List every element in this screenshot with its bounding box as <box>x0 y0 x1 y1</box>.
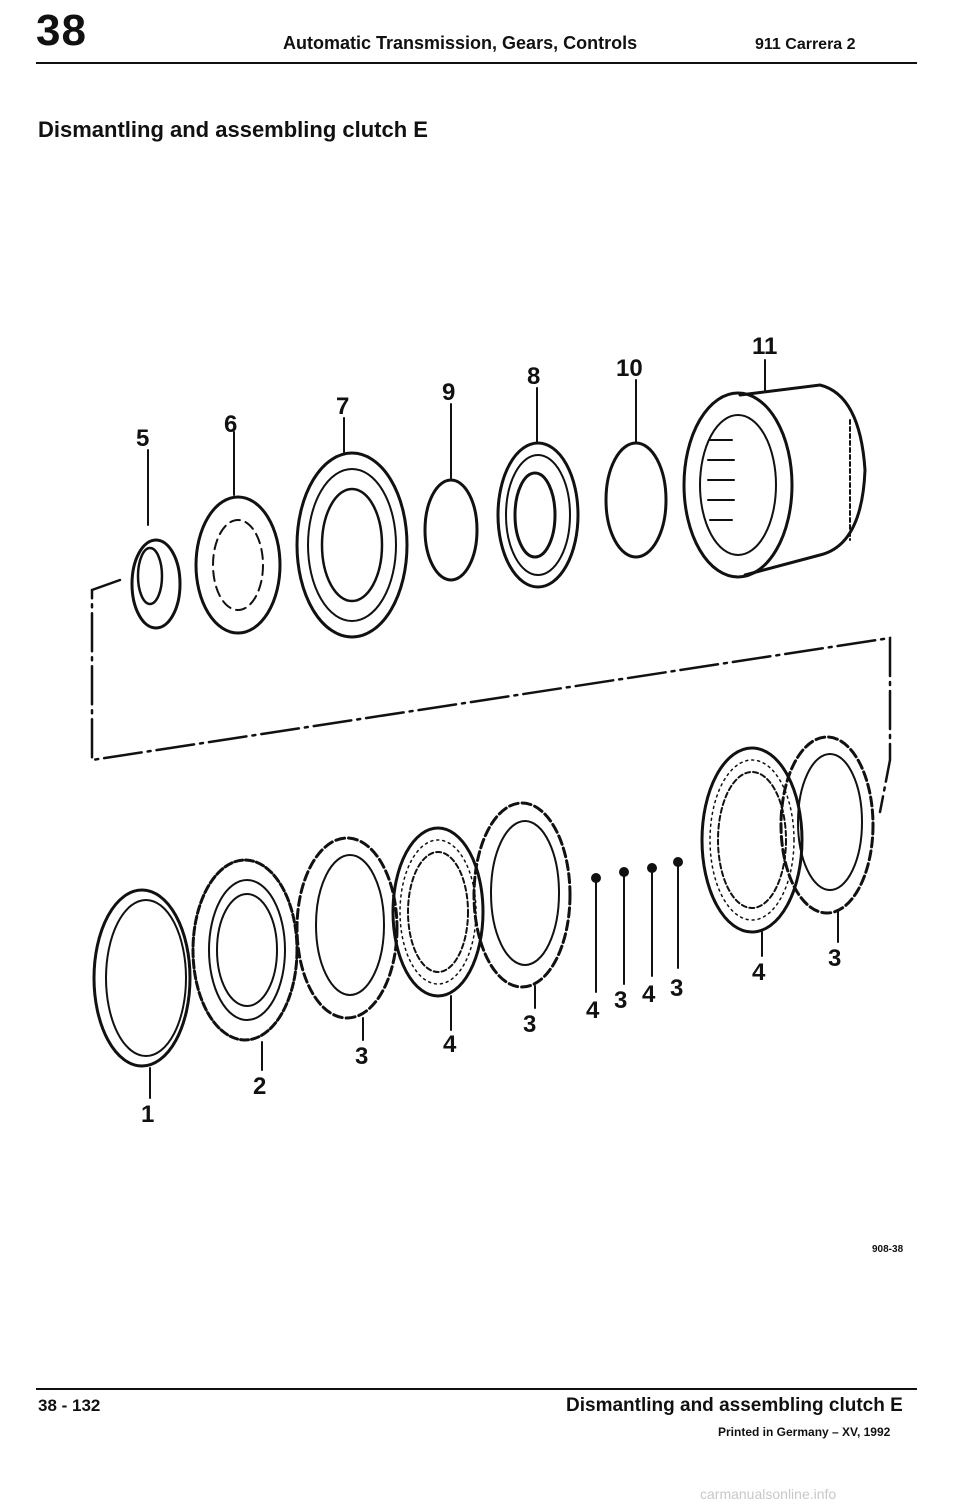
callout-4-a: 4 <box>443 1031 457 1058</box>
assembly-bracket-line <box>90 578 892 814</box>
part-4-friction-plate <box>391 826 485 998</box>
part-9-o-ring <box>423 478 479 582</box>
part-11-clutch-drum <box>682 383 867 579</box>
part-1-snap-ring <box>92 888 192 1068</box>
part-3-outer-plate <box>295 836 399 1020</box>
plate-stack-indicators <box>591 857 683 993</box>
header-title: Automatic Transmission, Gears, Controls <box>283 33 638 53</box>
callout-3-b: 3 <box>523 1011 536 1038</box>
callout-4-c: 4 <box>642 981 656 1008</box>
print-note: Printed in Germany – XV, 1992 <box>718 1425 891 1439</box>
callout-3-d: 3 <box>670 975 683 1002</box>
callout-2: 2 <box>253 1073 266 1100</box>
header-rule <box>36 62 917 64</box>
callout-3-a: 3 <box>355 1043 368 1070</box>
section-number: 38 <box>36 6 87 55</box>
part-3-outer-plate-2 <box>472 801 572 989</box>
part-3-outer-plate-3 <box>779 735 875 915</box>
callout-6: 6 <box>224 411 237 438</box>
part-8-piston <box>496 441 580 589</box>
callout-leaders <box>147 359 839 1099</box>
callout-1: 1 <box>141 1101 154 1128</box>
part-5-snap-ring <box>130 538 182 630</box>
callout-4-d: 4 <box>752 959 766 986</box>
callout-3-e: 3 <box>828 945 841 972</box>
callout-4-b: 4 <box>586 997 600 1024</box>
callout-3-c: 3 <box>614 987 627 1014</box>
part-7-plate <box>295 451 409 639</box>
part-4-friction-plate-2 <box>700 746 804 934</box>
page-number: 38 - 132 <box>38 1396 101 1415</box>
callout-9: 9 <box>442 379 455 406</box>
part-6-spring-washer <box>194 495 282 635</box>
header-model: 911 Carrera 2 <box>755 36 856 53</box>
callout-11: 11 <box>752 333 777 360</box>
callout-5: 5 <box>136 425 149 452</box>
callout-10: 10 <box>616 355 643 382</box>
callout-7: 7 <box>336 393 349 420</box>
part-10-o-ring <box>604 441 668 559</box>
callout-8: 8 <box>527 363 540 390</box>
part-2-end-plate <box>191 858 299 1042</box>
footer-rule <box>36 1388 917 1390</box>
figure-code: 908-38 <box>872 1244 904 1255</box>
page-title: Dismantling and assembling clutch E <box>38 117 428 142</box>
footer-title: Dismantling and assembling clutch E <box>566 1395 903 1416</box>
watermark: carmanualsonline.info <box>700 1486 837 1502</box>
